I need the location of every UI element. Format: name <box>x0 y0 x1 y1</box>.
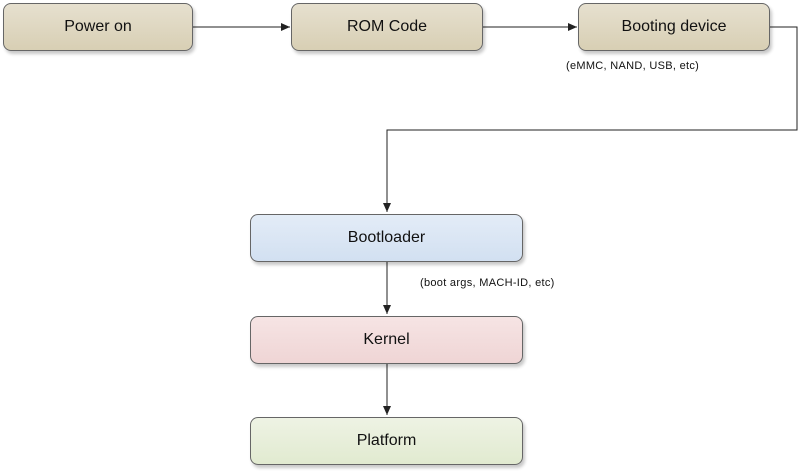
note-bootloader: (boot args, MACH-ID, etc) <box>420 277 555 289</box>
node-platform: Platform <box>250 417 523 465</box>
node-power-on: Power on <box>3 3 193 51</box>
node-rom-code: ROM Code <box>291 3 483 51</box>
note-booting-device: (eMMC, NAND, USB, etc) <box>566 60 700 72</box>
node-bootloader: Bootloader <box>250 214 523 262</box>
node-booting-device: Booting device <box>578 3 770 51</box>
arrow-booting-to-bootloader <box>383 26 798 212</box>
node-kernel: Kernel <box>250 316 523 364</box>
